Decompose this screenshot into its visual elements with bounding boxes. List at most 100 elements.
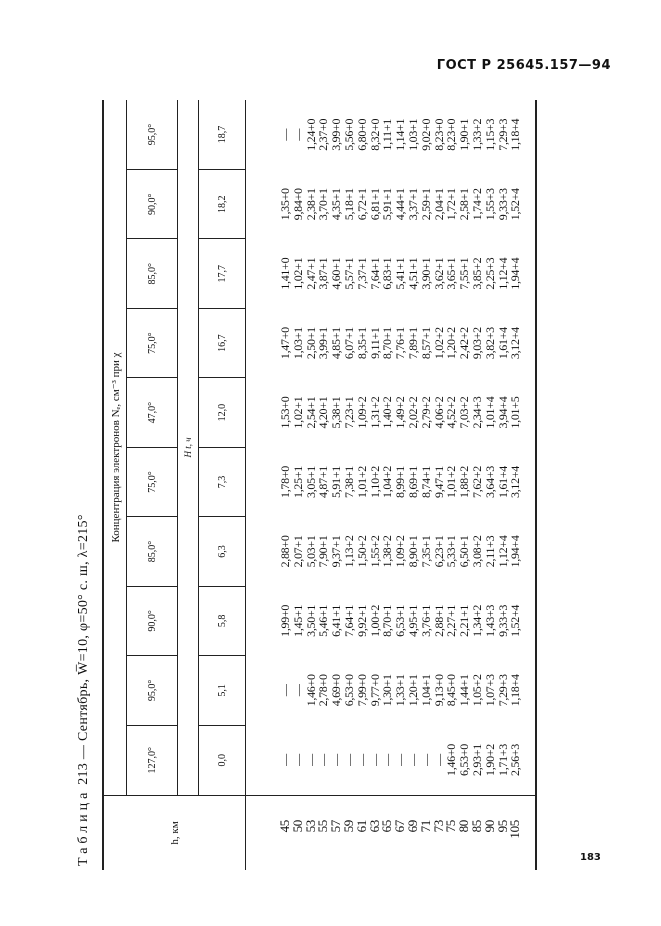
concentration-cell: 6,72+1	[354, 188, 369, 221]
table-caption: Таблица 213 — Сентябрь, W̅=10, φ=50° с. …	[68, 95, 100, 870]
concentration-cell: 3,76+1	[418, 604, 433, 637]
concentration-cell: 1,90+2	[482, 744, 497, 776]
concentration-cell: 5,57+1	[341, 257, 356, 290]
chi-header-cell: 95,0°	[126, 100, 178, 170]
document-header: ГОСТ Р 25645.157—94	[436, 58, 611, 73]
chi-header-cell: 127,0°	[126, 725, 178, 796]
concentration-cell: —	[341, 754, 356, 766]
concentration-cell: 1,20+1	[405, 674, 420, 707]
concentration-cell: —	[290, 128, 305, 141]
concentration-cell: —	[278, 128, 292, 141]
altitude-cell: 45	[245, 795, 292, 870]
chi-header-cell: 90,0°	[126, 169, 178, 239]
concentration-cell: 1,13+2	[341, 535, 356, 568]
t-header-cell: 16,7	[198, 308, 246, 378]
concentration-cell: 1,09+2	[354, 396, 369, 429]
concentration-cell: 2,07+1	[290, 535, 305, 568]
caption-text: 213 — Сентябрь, W̅=10, φ=50° с. ш, λ=215…	[76, 514, 91, 785]
altitude-cell: 69	[405, 795, 420, 870]
altitude-cell: 55	[315, 795, 330, 870]
t-header-cell: 0,0	[198, 725, 246, 796]
altitude-cell: 65	[379, 795, 394, 870]
concentration-cell: —	[290, 684, 305, 697]
concentration-cell: 1,53+0	[278, 396, 292, 429]
group-header: Концентрация электронов Nₑ, см⁻³ при χ	[103, 100, 127, 796]
concentration-cell: 1,04+1	[418, 674, 433, 707]
concentration-cell: 1,33+2	[469, 118, 484, 151]
caption-prefix: Таблица	[76, 788, 91, 866]
concentration-cell: 2,79+2	[418, 396, 433, 429]
altitude-cell: 59	[341, 795, 356, 870]
chi-header-cell: 75,0°	[126, 447, 178, 517]
concentration-cell: 1,01+4	[482, 396, 497, 429]
concentration-cell: 1,43+3	[482, 604, 497, 637]
chi-header-cell: 90,0°	[126, 586, 178, 656]
concentration-cell: 2,34+3	[469, 396, 484, 429]
concentration-cell: 1,78+0	[278, 466, 292, 498]
t-header-cell: 5,8	[198, 586, 246, 656]
concentration-cell: 1,45+1	[290, 604, 305, 637]
altitude-cell: 67	[392, 795, 407, 870]
concentration-cell: 8,90+1	[405, 535, 420, 568]
concentration-cell: 1,55+3	[482, 188, 497, 221]
concentration-cell: 1,94+4	[508, 535, 523, 568]
concentration-cell: 7,62+2	[469, 466, 484, 498]
t-header-cell: 6,3	[198, 516, 246, 587]
chi-header-cell: 47,0°	[126, 377, 178, 448]
altitude-cell: 85	[469, 795, 484, 870]
concentration-cell: 1,47+0	[278, 327, 292, 360]
concentration-cell: 3,37+1	[405, 188, 420, 221]
concentration-cell: 1,01+5	[508, 396, 523, 429]
concentration-cell: 9,92+1	[354, 604, 369, 637]
concentration-cell: 1,52+4	[508, 604, 523, 637]
concentration-cell: 2,93+1	[469, 744, 484, 776]
concentration-cell: 7,37+1	[354, 257, 369, 290]
concentration-cell: 7,23+1	[341, 396, 356, 429]
concentration-cell: 3,08+2	[469, 535, 484, 568]
concentration-cell: 5,18+1	[341, 188, 356, 221]
concentration-cell: 1,50+2	[354, 535, 369, 568]
altitude-cell: 73	[431, 795, 446, 870]
concentration-cell: —	[354, 754, 369, 766]
concentration-cell: 2,59+1	[418, 188, 433, 221]
concentration-cell: 1,52+4	[508, 188, 523, 221]
concentration-cell: 7,38+1	[341, 466, 356, 498]
concentration-cell: 1,01+2	[354, 466, 369, 498]
concentration-cell: 8,57+1	[418, 327, 433, 360]
altitude-cell: 57	[328, 795, 343, 870]
rotated-table-block: Таблица 213 — Сентябрь, W̅=10, φ=50° с. …	[68, 95, 538, 870]
concentration-cell: 1,15+3	[482, 118, 497, 151]
concentration-cell: 7,64+1	[341, 604, 356, 637]
concentration-cell: 3,64+3	[482, 466, 497, 498]
concentration-cell: 2,88+0	[278, 535, 292, 568]
concentration-cell: —	[278, 684, 292, 697]
concentration-cell: 5,56+0	[341, 118, 356, 151]
chi-header-cell: 85,0°	[126, 516, 178, 587]
altitude-cell: 71	[418, 795, 433, 870]
concentration-cell: 9,02+0	[418, 118, 433, 151]
altitude-cell: 53	[303, 795, 318, 870]
chi-header-row: 127,0°95,0°90,0°85,0°75,0°47,0°75,0°85,0…	[126, 100, 178, 870]
concentration-cell: 1,03+1	[290, 327, 305, 360]
concentration-cell: 1,35+0	[278, 188, 292, 221]
concentration-cell: —	[278, 754, 292, 766]
altitude-cell: 75	[443, 795, 458, 870]
t-header: H t, ч	[177, 100, 199, 796]
concentration-cell: 1,74+2	[469, 188, 484, 221]
concentration-cell: 8,74+1	[418, 466, 433, 498]
concentration-cell: 1,03+1	[405, 118, 420, 151]
concentration-cell: 1,05+2	[469, 674, 484, 707]
concentration-cell: 1,99+0	[278, 604, 292, 637]
t-header-cell: 5,1	[198, 655, 246, 726]
concentration-cell: 8,69+1	[405, 466, 420, 498]
chi-header-cell: 85,0°	[126, 238, 178, 309]
